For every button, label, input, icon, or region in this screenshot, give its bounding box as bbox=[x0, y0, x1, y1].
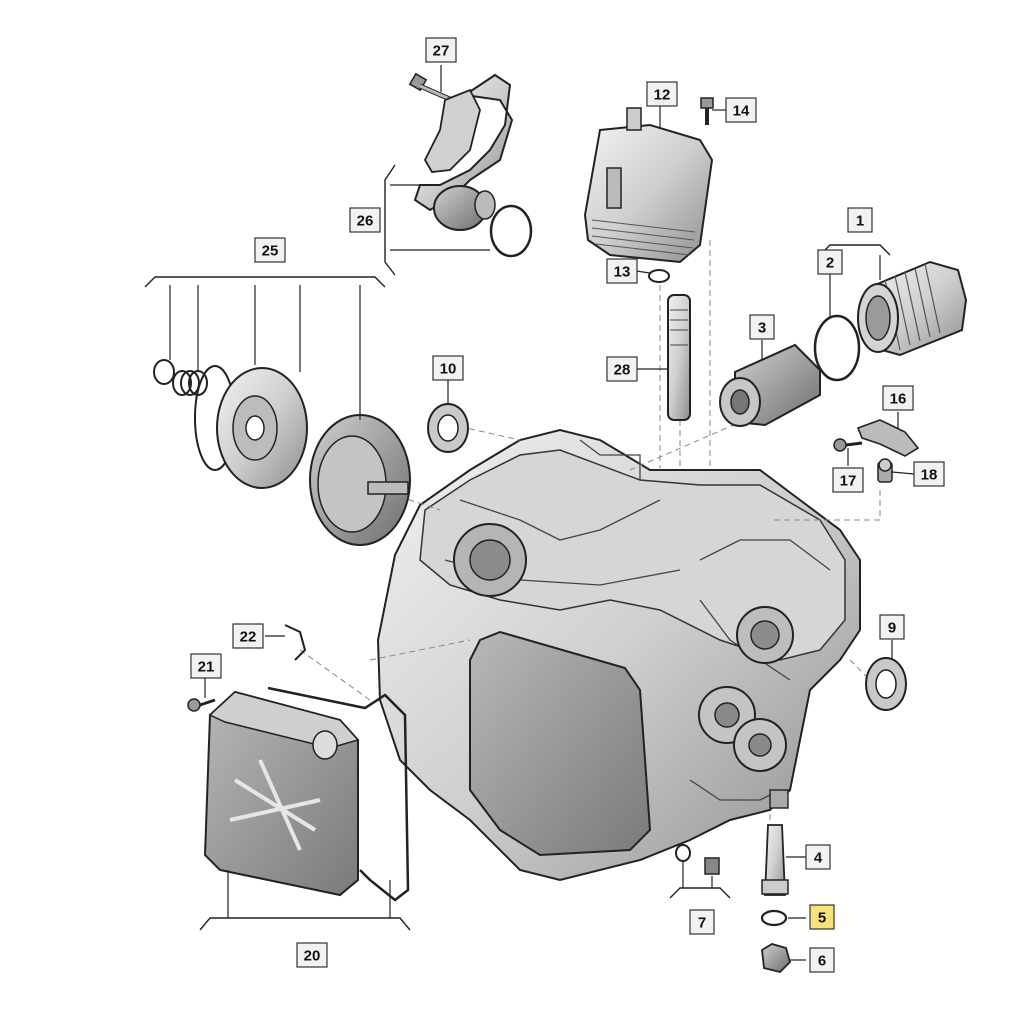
callout-number: 4 bbox=[814, 850, 823, 867]
callout-box bbox=[432, 355, 464, 381]
part-5-o-ring bbox=[760, 909, 788, 927]
bracket-lines bbox=[144, 65, 915, 961]
callout-1: 1 bbox=[847, 207, 873, 233]
actuator-o-ring bbox=[489, 204, 533, 258]
callout-number: 25 bbox=[262, 243, 279, 260]
part-18-sensor bbox=[877, 458, 893, 483]
callout-number: 26 bbox=[357, 213, 374, 230]
callout-18: 18 bbox=[913, 461, 945, 487]
callout-number: 21 bbox=[198, 659, 215, 676]
callout-number: 14 bbox=[733, 103, 750, 120]
callout-box bbox=[190, 653, 222, 679]
callout-number: 13 bbox=[614, 264, 631, 281]
callout-number: 1 bbox=[856, 213, 864, 230]
callout-box bbox=[879, 614, 905, 640]
callout-box bbox=[725, 97, 757, 123]
callout-number: 3 bbox=[758, 320, 766, 337]
callout-box bbox=[606, 258, 638, 284]
callout-20: 20 bbox=[296, 942, 328, 968]
part-4-overflow-pipe bbox=[761, 824, 789, 896]
callout-box bbox=[809, 947, 835, 973]
part-12-oil-cooler bbox=[583, 107, 714, 264]
callout-box bbox=[913, 461, 945, 487]
transmission-housing bbox=[376, 428, 861, 882]
callout-number: 7 bbox=[698, 915, 706, 932]
part-27-bolt bbox=[408, 72, 454, 103]
callout-13: 13 bbox=[606, 258, 638, 284]
callout-box bbox=[809, 904, 835, 930]
callout-14: 14 bbox=[725, 97, 757, 123]
callout-number: 6 bbox=[818, 953, 826, 970]
callout-number: 28 bbox=[614, 362, 631, 379]
callout-box bbox=[232, 623, 264, 649]
callout-box bbox=[606, 356, 638, 382]
part-9-shaft-seal bbox=[865, 657, 907, 711]
callout-27: 27 bbox=[425, 37, 457, 63]
callout-box bbox=[349, 207, 381, 233]
part-26-actuator-assembly bbox=[413, 73, 533, 258]
callout-number: 18 bbox=[921, 467, 938, 484]
callout-number: 22 bbox=[240, 629, 257, 646]
drain-boss bbox=[769, 789, 789, 809]
callout-number: 27 bbox=[433, 43, 450, 60]
callout-number: 2 bbox=[826, 255, 834, 272]
callout-9: 9 bbox=[879, 614, 905, 640]
part-3-oil-filter bbox=[719, 343, 821, 427]
callout-16: 16 bbox=[882, 385, 914, 411]
part-13-seal bbox=[648, 269, 670, 283]
spring bbox=[172, 370, 208, 396]
callout-12: 12 bbox=[646, 81, 678, 107]
callout-10: 10 bbox=[432, 355, 464, 381]
callout-box bbox=[689, 909, 715, 935]
callout-2: 2 bbox=[817, 249, 843, 275]
part-20-oil-pan bbox=[203, 690, 360, 897]
callout-number: 20 bbox=[304, 948, 321, 965]
callout-number: 16 bbox=[890, 391, 907, 408]
callout-17: 17 bbox=[832, 467, 864, 493]
part-25-clutch-assembly bbox=[153, 359, 411, 546]
circlip bbox=[153, 359, 175, 385]
callout-box bbox=[882, 385, 914, 411]
part-20-gasket bbox=[267, 686, 410, 902]
callout-28: 28 bbox=[606, 356, 638, 382]
callout-box bbox=[805, 844, 831, 870]
callout-22: 22 bbox=[232, 623, 264, 649]
callout-box bbox=[832, 467, 864, 493]
callout-5: 5 bbox=[809, 904, 835, 930]
callout-26: 26 bbox=[349, 207, 381, 233]
part-22-clip bbox=[284, 624, 307, 661]
part-14-bolt bbox=[700, 97, 714, 125]
part-6-drain-plug bbox=[761, 943, 792, 973]
callout-number: 17 bbox=[840, 473, 857, 490]
callout-box bbox=[847, 207, 873, 233]
callout-21: 21 bbox=[190, 653, 222, 679]
callout-box bbox=[296, 942, 328, 968]
callout-number: 9 bbox=[888, 620, 896, 637]
housing-pan-face bbox=[469, 630, 652, 857]
part-1-filter-housing bbox=[857, 260, 968, 357]
part-2-o-ring bbox=[813, 314, 861, 382]
callout-number: 10 bbox=[440, 361, 457, 378]
callout-3: 3 bbox=[749, 314, 775, 340]
part-17-bolt bbox=[833, 438, 863, 452]
callout-6: 6 bbox=[809, 947, 835, 973]
callout-box bbox=[254, 237, 286, 263]
part-7-plug-and-seal bbox=[675, 844, 720, 875]
callout-25: 25 bbox=[254, 237, 286, 263]
callout-box bbox=[749, 314, 775, 340]
part-16-bracket bbox=[856, 419, 920, 457]
part-28-oil-pipe bbox=[667, 294, 691, 421]
callout-box bbox=[817, 249, 843, 275]
callout-box bbox=[425, 37, 457, 63]
part-21-bolt bbox=[187, 698, 216, 712]
part-10-shaft-seal bbox=[427, 403, 469, 453]
callout-7: 7 bbox=[689, 909, 715, 935]
callout-number: 5 bbox=[818, 910, 826, 927]
callout-number: 12 bbox=[654, 87, 671, 104]
callout-4: 4 bbox=[805, 844, 831, 870]
callout-box bbox=[646, 81, 678, 107]
